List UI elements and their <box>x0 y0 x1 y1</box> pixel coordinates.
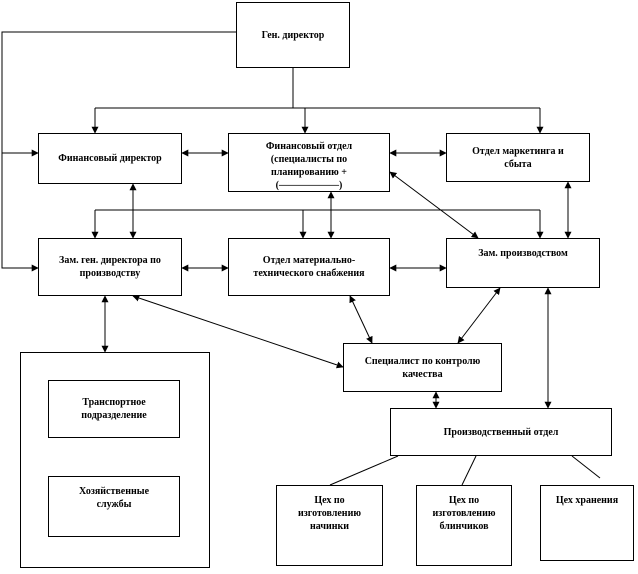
node-deputy-prod-short: Зам. производством <box>446 238 600 288</box>
node-fin-dept-label: Финансовый отдел (специалисты по планиро… <box>265 141 353 191</box>
node-gen-director-label: Ген. директор <box>261 29 325 41</box>
node-storage-label: Цех хранения <box>555 495 619 506</box>
node-deputy-prod-short-label: Зам. производством <box>478 248 568 259</box>
node-household-label: Хозяйственные службы <box>78 486 150 510</box>
node-gen-director: Ген. директор <box>236 2 350 68</box>
connector-gen-left-bus <box>1 31 236 272</box>
node-quality-label: Специалист по контролю качества <box>364 355 481 380</box>
node-fin-dept: Финансовый отдел (специалисты по планиро… <box>228 133 390 192</box>
node-transport-label: Транспортное подразделение <box>81 397 147 421</box>
node-workshop-1-label: Цех по изготовлению начинки <box>298 495 361 532</box>
node-fin-director: Финансовый директор <box>38 133 182 184</box>
connector-deputyprod-quality <box>457 287 501 344</box>
node-material-supply-label: Отдел материально- технического снабжени… <box>253 255 365 279</box>
connector-deputy-quality <box>132 294 344 369</box>
node-workshop-1: Цех по изготовлению начинки <box>276 485 383 566</box>
node-production-dept: Производственный отдел <box>390 408 612 456</box>
node-household: Хозяйственные службы <box>48 476 180 537</box>
node-fin-director-label: Финансовый директор <box>58 153 162 164</box>
node-production-dept-label: Производственный отдел <box>443 426 559 438</box>
node-marketing-label: Отдел маркетинга и сбыта <box>472 145 564 170</box>
connector-production-workshop2 <box>461 455 477 486</box>
connector-supply-quality <box>349 295 373 344</box>
connector-findept-deputyprod <box>389 171 479 239</box>
node-workshop-2: Цех по изготовлению блинчиков <box>416 485 512 566</box>
node-deputy-production-label: Зам. ген. директора по производству <box>59 255 161 279</box>
node-storage: Цех хранения <box>540 485 634 561</box>
node-deputy-production: Зам. ген. директора по производству <box>38 238 182 296</box>
node-workshop-2-label: Цех по изготовлению блинчиков <box>432 495 496 532</box>
node-marketing: Отдел маркетинга и сбыта <box>446 133 590 182</box>
node-transport: Транспортное подразделение <box>48 380 180 438</box>
node-quality: Специалист по контролю качества <box>343 343 502 392</box>
connector-production-workshop1 <box>329 455 399 486</box>
node-material-supply: Отдел материально- технического снабжени… <box>228 238 390 296</box>
connector-production-storage <box>571 455 601 479</box>
